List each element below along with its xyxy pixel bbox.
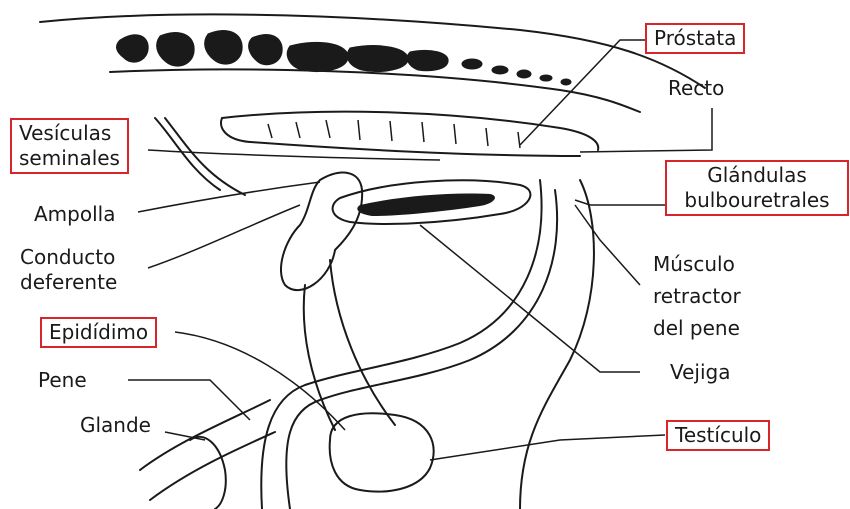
spine-lower-contour	[110, 69, 640, 112]
label-prostata: Próstata	[645, 23, 745, 54]
label-glande: Glande	[80, 413, 151, 438]
upper-left-curve-1	[155, 118, 220, 190]
label-glandulas-line1: Glándulas	[674, 163, 840, 188]
spermatic-cord-right	[330, 260, 395, 425]
spermatic-cord-left	[304, 285, 335, 430]
penis-outer-wall	[286, 190, 557, 509]
bladder-dark-mass	[357, 193, 495, 216]
label-ampolla: Ampolla	[34, 202, 115, 227]
label-vesiculas-line2: seminales	[19, 146, 120, 171]
label-conducto-line2: deferente	[20, 270, 117, 295]
vertebrae-pattern	[117, 31, 571, 85]
label-vesiculas-seminales: Vesículas seminales	[10, 118, 129, 174]
label-conducto-line1: Conducto	[20, 245, 117, 270]
leader-lines	[128, 40, 712, 460]
label-musculo-line2: retractor	[653, 280, 741, 312]
rectum-folds	[268, 120, 520, 148]
label-musculo-retractor: Músculo retractor del pene	[653, 248, 741, 344]
testicle-outline	[330, 413, 434, 491]
label-testiculo: Testículo	[666, 420, 770, 451]
leader-musculo	[575, 205, 640, 285]
leader-conducto	[148, 205, 300, 268]
label-vesiculas-line1: Vesículas	[19, 121, 120, 146]
leader-prostata	[520, 40, 655, 145]
label-recto: Recto	[668, 76, 724, 101]
label-epididimo: Epidídimo	[40, 317, 157, 348]
label-musculo-line3: del pene	[653, 312, 741, 344]
leader-recto	[580, 108, 712, 152]
label-musculo-line1: Músculo	[653, 248, 741, 280]
label-glandulas-bulbouretrales: Glándulas bulbouretrales	[665, 160, 849, 216]
leader-testiculo	[430, 435, 665, 460]
ampulla-outline	[281, 173, 362, 291]
label-glandulas-line2: bulbouretrales	[674, 188, 840, 213]
glans-outline	[190, 437, 226, 509]
upper-left-curve-2	[165, 118, 245, 195]
label-pene: Pene	[38, 368, 87, 393]
label-conducto-deferente: Conducto deferente	[20, 245, 117, 295]
hind-leg-line-1	[140, 400, 270, 470]
label-vejiga: Vejiga	[670, 360, 731, 385]
